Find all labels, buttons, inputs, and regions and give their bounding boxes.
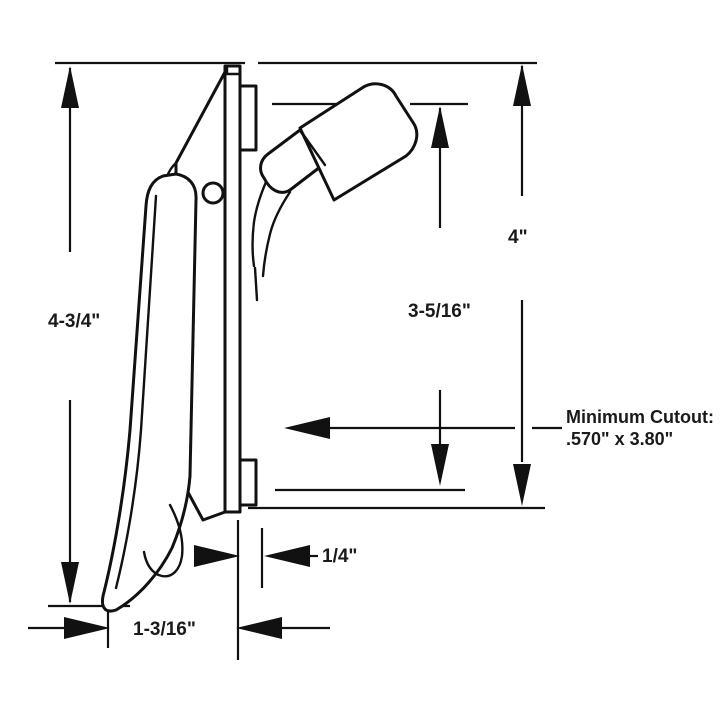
flange-upper-lip bbox=[238, 84, 258, 152]
arrowhead-up bbox=[431, 106, 449, 148]
dimension-paddle-projection: 1-3/16" bbox=[28, 617, 330, 640]
paddle-blade bbox=[101, 172, 198, 613]
flange-lower-lip bbox=[238, 458, 258, 507]
body-lower-contour bbox=[253, 266, 259, 302]
handle-joint-line bbox=[298, 128, 327, 167]
arrowhead-right bbox=[194, 545, 240, 567]
arrowhead-left bbox=[236, 617, 282, 639]
note-line-1: Minimum Cutout: bbox=[566, 407, 714, 427]
extension-lines bbox=[48, 61, 562, 660]
dimension-label-flange-thickness: 1/4" bbox=[322, 546, 357, 567]
arrowhead-left bbox=[284, 417, 330, 439]
arrowhead-up bbox=[61, 66, 79, 108]
dimension-label-paddle-projection: 1-3/16" bbox=[133, 619, 196, 640]
dimension-flange-height: 4" bbox=[508, 64, 531, 506]
arrowhead-down bbox=[431, 444, 449, 486]
handle-throat bbox=[251, 180, 268, 268]
dimension-label-flange-height: 4" bbox=[508, 227, 528, 248]
arrowhead-up bbox=[513, 64, 531, 106]
note-line-2: .570" x 3.80" bbox=[566, 429, 673, 449]
pivot-hole bbox=[201, 181, 225, 205]
paddle-seam bbox=[114, 194, 158, 590]
dimension-overall-height: 4-3/4" bbox=[48, 66, 100, 604]
paddle-hook-detail bbox=[142, 503, 184, 578]
flange-plate bbox=[223, 64, 242, 514]
dimension-handle-height: 3-5/16" bbox=[408, 106, 471, 486]
handle-grip bbox=[298, 82, 419, 202]
arrowhead-left bbox=[264, 545, 310, 567]
cutout-leader bbox=[284, 417, 470, 439]
arrowhead-down bbox=[513, 464, 531, 506]
dimension-flange-thickness: 1/4" bbox=[194, 545, 357, 567]
minimum-cutout-note: Minimum Cutout: .570" x 3.80" bbox=[566, 407, 714, 449]
dimension-label-handle-height: 3-5/16" bbox=[408, 301, 471, 322]
flange-top-notch bbox=[225, 64, 240, 76]
arrowhead-down bbox=[61, 562, 79, 604]
arrowhead-right bbox=[64, 617, 110, 639]
dimension-label-overall-height: 4-3/4" bbox=[48, 311, 100, 332]
latch-part-geometry bbox=[101, 64, 419, 613]
handle-throat-inner bbox=[261, 190, 292, 278]
